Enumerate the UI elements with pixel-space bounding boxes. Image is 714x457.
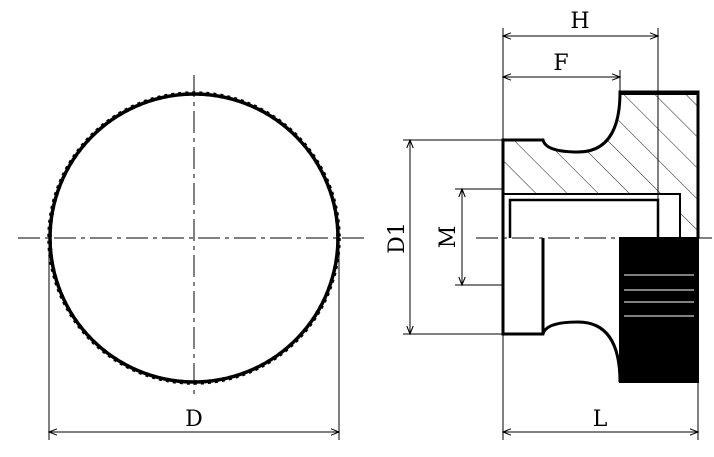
h-label: H — [570, 9, 589, 34]
f-label: F — [553, 51, 568, 76]
l-label: L — [593, 407, 608, 432]
knurl-block — [619, 237, 699, 383]
front-view: D — [18, 75, 365, 440]
side-view: H F D1 M L — [385, 9, 712, 440]
section-hatch — [503, 92, 698, 238]
d1-label: D1 — [385, 222, 410, 254]
lower-body-outline — [501, 238, 622, 383]
d-label: D — [185, 407, 203, 432]
thread-inner-line — [508, 198, 660, 238]
knurl-lines — [624, 274, 694, 317]
bore-outline — [503, 193, 681, 238]
m-label: M — [436, 226, 461, 249]
upper-section-outline — [501, 90, 700, 238]
